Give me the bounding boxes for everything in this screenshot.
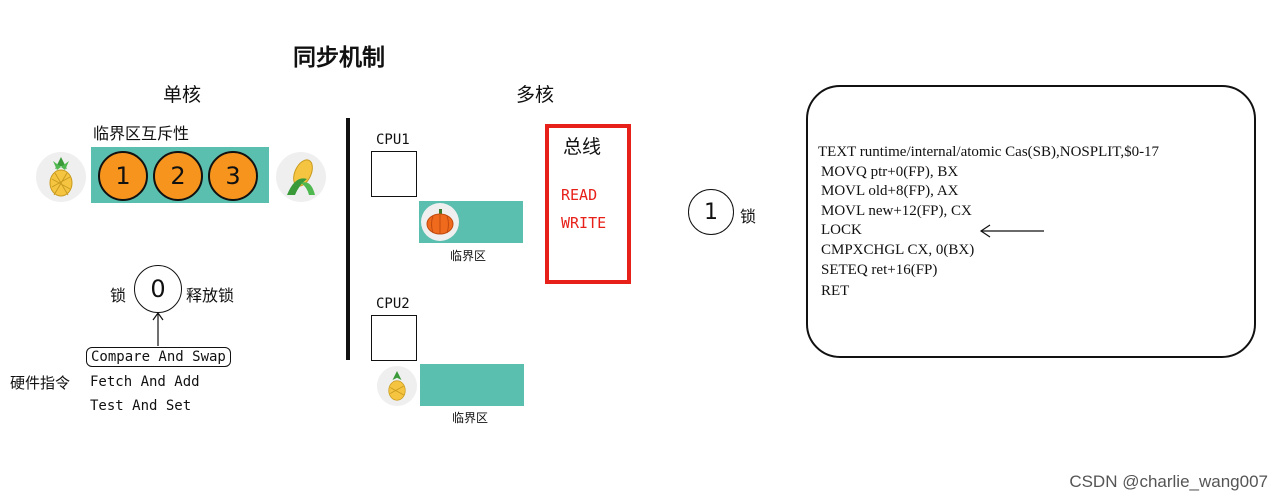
bus-read: READ <box>561 186 598 204</box>
cpu2-label: CPU2 <box>376 296 410 312</box>
bus-title: 总线 <box>563 136 602 158</box>
cpu2-box <box>371 315 417 361</box>
watermark: CSDN @charlie_wang007 <box>1069 472 1268 491</box>
critical-section-label: 临界区互斥性 <box>93 124 190 143</box>
code-line: RET <box>821 283 850 299</box>
release-lock-label: 释放锁 <box>186 286 235 305</box>
slot-2: 2 <box>153 151 203 201</box>
bus-write: WRITE <box>561 214 607 232</box>
cpu1-label: CPU1 <box>376 132 410 148</box>
cpu2-critical-label: 临界区 <box>452 411 489 425</box>
up-arrow-icon <box>152 311 164 346</box>
lock-state-value: 0 <box>150 275 166 303</box>
instruction-faa: Fetch And Add <box>90 374 200 390</box>
pumpkin-icon <box>421 203 459 241</box>
lock-acquired-label: 锁 <box>740 207 757 226</box>
slot-3: 3 <box>208 151 258 201</box>
bus-box <box>545 124 631 284</box>
slot-3-label: 3 <box>225 162 241 190</box>
cpu2-critical-section <box>420 364 524 406</box>
vertical-divider <box>346 118 350 360</box>
pineapple-icon <box>377 366 417 406</box>
hardware-instruction-label: 硬件指令 <box>10 374 71 392</box>
page-title: 同步机制 <box>293 45 385 71</box>
single-core-heading: 单核 <box>163 84 202 106</box>
multi-core-heading: 多核 <box>516 84 555 106</box>
code-line: LOCK <box>821 222 862 238</box>
lock-acquired-circle: 1 <box>688 189 734 235</box>
assembly-code-box <box>806 85 1256 358</box>
code-line: SETEQ ret+16(FP) <box>821 262 938 278</box>
slot-1-label: 1 <box>115 162 131 190</box>
pineapple-icon <box>36 152 86 202</box>
corn-icon <box>276 152 326 202</box>
code-line: MOVL new+12(FP), CX <box>821 203 972 219</box>
code-line: CMPXCHGL CX, 0(BX) <box>821 242 975 258</box>
lock-acquired-value: 1 <box>704 199 718 225</box>
lock-label: 锁 <box>110 286 127 305</box>
left-arrow-icon <box>979 224 1044 238</box>
slot-2-label: 2 <box>170 162 186 190</box>
code-line: MOVQ ptr+0(FP), BX <box>821 164 959 180</box>
cpu1-box <box>371 151 417 197</box>
lock-state-circle: 0 <box>134 265 182 313</box>
instruction-cas: Compare And Swap <box>86 347 231 367</box>
code-line: TEXT runtime/internal/atomic Cas(SB),NOS… <box>818 144 1160 160</box>
instruction-tas: Test And Set <box>90 398 192 414</box>
cpu1-critical-label: 临界区 <box>450 249 487 263</box>
slot-1: 1 <box>98 151 148 201</box>
code-line: MOVL old+8(FP), AX <box>821 183 959 199</box>
